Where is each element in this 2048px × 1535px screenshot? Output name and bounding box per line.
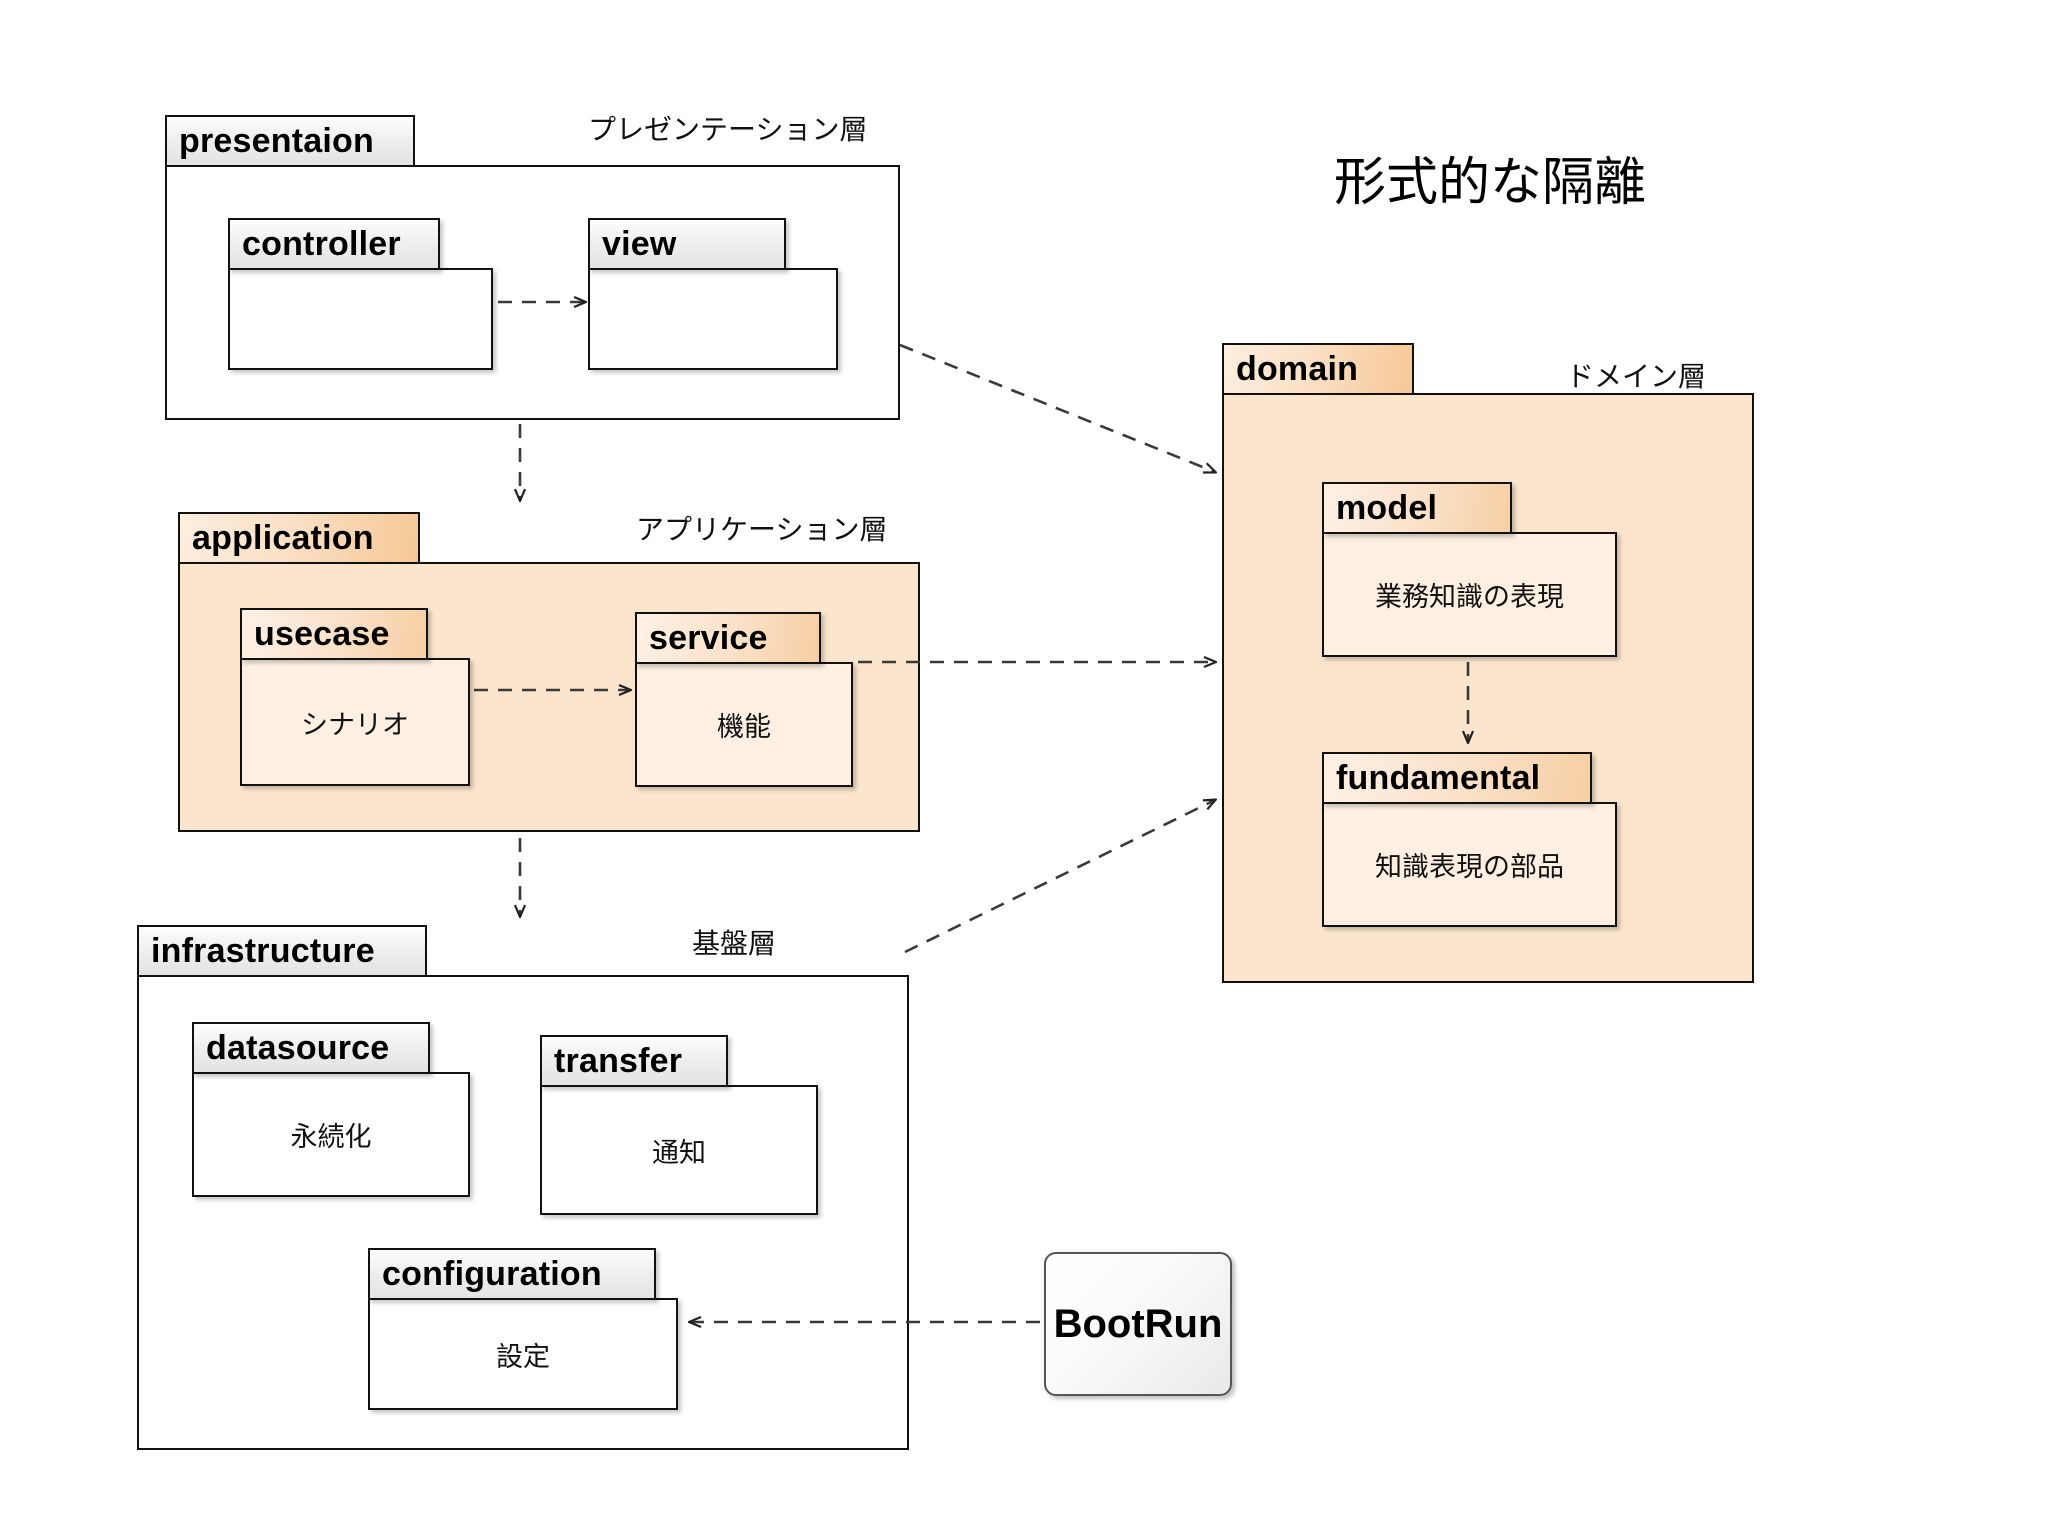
package-transfer-body: 通知	[540, 1085, 818, 1215]
package-model-body: 業務知識の表現	[1322, 532, 1617, 657]
infrastructure-layer-label: 基盤層	[692, 927, 777, 960]
package-view-text	[590, 270, 836, 368]
package-datasource[interactable]: datasource 永続化	[192, 1022, 470, 1197]
package-service[interactable]: service 機能	[635, 612, 853, 787]
package-view-tab: view	[588, 218, 786, 270]
package-service-tab: service	[635, 612, 821, 664]
package-controller-body	[228, 268, 493, 370]
package-configuration-body: 設定	[368, 1298, 678, 1410]
package-service-body: 機能	[635, 662, 853, 787]
package-infrastructure-tab: infrastructure	[137, 925, 427, 977]
package-datasource-body: 永続化	[192, 1072, 470, 1197]
package-view[interactable]: view	[588, 218, 838, 370]
edge-infrastructure-domain	[904, 800, 1215, 954]
package-transfer[interactable]: transfer 通知	[540, 1035, 818, 1215]
package-model[interactable]: model 業務知識の表現	[1322, 482, 1617, 657]
package-fundamental[interactable]: fundamental 知識表現の部品	[1322, 752, 1617, 927]
bootrun-node[interactable]: BootRun	[1044, 1252, 1232, 1396]
application-layer-label: アプリケーション層	[636, 513, 888, 546]
package-fundamental-tab: fundamental	[1322, 752, 1592, 804]
package-view-body	[588, 268, 838, 370]
package-configuration-text: 設定	[496, 1341, 550, 1373]
package-service-text: 機能	[717, 712, 771, 743]
edge-presentation-domain	[899, 343, 1215, 472]
package-controller[interactable]: controller	[228, 218, 493, 370]
package-usecase[interactable]: usecase シナリオ	[240, 608, 470, 786]
domain-layer-label: ドメイン層	[1566, 360, 1707, 393]
package-usecase-body: シナリオ	[240, 658, 470, 786]
package-controller-tab: controller	[228, 218, 440, 270]
package-presentaion-tab: presentaion	[165, 115, 415, 167]
package-application-tab: application	[178, 512, 420, 564]
package-domain-tab: domain	[1222, 343, 1414, 395]
package-transfer-text: 通知	[652, 1137, 706, 1169]
package-configuration-tab: configuration	[368, 1248, 656, 1300]
package-datasource-text: 永続化	[290, 1122, 372, 1153]
package-datasource-tab: datasource	[192, 1022, 430, 1074]
package-model-text: 業務知識の表現	[1375, 582, 1564, 613]
presentation-layer-label: プレゼンテーション層	[588, 113, 868, 146]
diagram-title: 形式的な隔離	[1334, 153, 1647, 213]
package-transfer-tab: transfer	[540, 1035, 728, 1087]
package-configuration[interactable]: configuration 設定	[368, 1248, 678, 1410]
package-fundamental-text: 知識表現の部品	[1375, 852, 1564, 883]
package-controller-text	[230, 270, 491, 368]
package-fundamental-body: 知識表現の部品	[1322, 802, 1617, 927]
package-model-tab: model	[1322, 482, 1512, 534]
package-usecase-tab: usecase	[240, 608, 428, 660]
package-usecase-text: シナリオ	[301, 709, 409, 741]
